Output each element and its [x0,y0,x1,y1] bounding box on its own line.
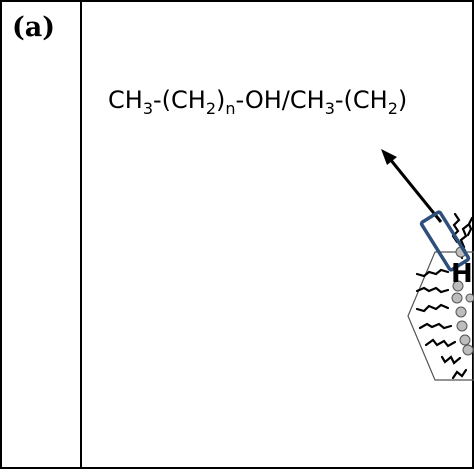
formula-subscript: 3 [142,99,153,118]
node [465,293,474,303]
node [451,292,463,304]
chain-3 [415,268,450,278]
chain-5 [415,303,450,313]
node [456,320,468,332]
panel-label: (a) [12,12,56,43]
formula-subscript: 3 [324,99,335,118]
formula-part: -(CH [334,86,388,114]
formula-part: -OH/CH [235,86,325,114]
formula-part: CH [108,86,143,114]
chain-8 [440,355,462,365]
node [455,306,467,318]
node [459,334,471,346]
chemical-formula: CH3-(CH2)n-OH/CH3-(CH2) [108,86,408,117]
formula-part: ) [216,86,226,114]
formula-part: ) [397,86,408,114]
highlight-box [419,210,471,272]
node [452,280,464,292]
formula-part: -(CH [153,86,206,114]
alkyl-chains [415,212,474,380]
hexagon-label: H [451,259,473,289]
formula-subscript: 2 [387,99,398,118]
chain-10 [466,216,474,237]
pointer-arrow-head [381,149,397,165]
formula-subscript: 2 [205,99,217,118]
chain-9 [451,368,468,380]
chain-4 [415,286,450,294]
node [462,344,474,356]
chain-7 [424,338,457,348]
pointer-arrow-line [388,158,443,223]
micelle-hexagon [407,251,474,381]
chain-6 [418,322,453,330]
formula-subscript: n [225,99,236,118]
